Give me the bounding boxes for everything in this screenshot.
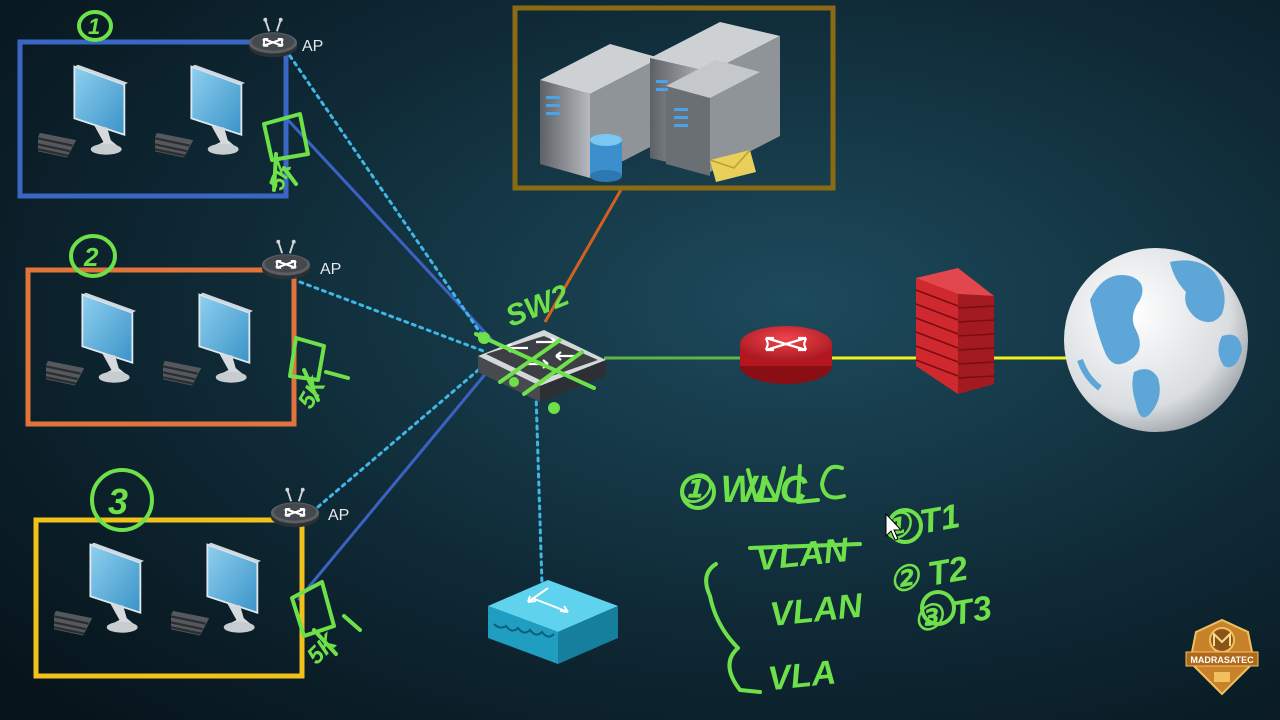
group-number-1: 1 <box>88 14 100 39</box>
wireless-links <box>288 54 544 586</box>
port-mark-2 <box>288 336 350 402</box>
group-number-2: 2 <box>83 242 99 272</box>
wired-links <box>286 118 1070 601</box>
vlan-bracket <box>704 562 762 694</box>
server-box <box>512 5 836 191</box>
wireless-link-wlc <box>534 392 544 586</box>
switch-icon <box>478 330 606 402</box>
vlan-underline <box>748 542 862 550</box>
wlc-handwriting-strokes <box>746 464 846 504</box>
switch-port-dots <box>478 332 560 414</box>
mouse-cursor-icon <box>885 512 903 541</box>
group-2-circle <box>69 234 117 278</box>
wireless-link-ap-2 <box>298 280 488 354</box>
firewall-icon <box>915 268 995 394</box>
vlan-item-3: VLA <box>766 653 838 698</box>
wireless-controller-icon <box>488 580 618 664</box>
group-3-circle <box>90 468 154 532</box>
server-icon <box>540 22 780 182</box>
router-icon <box>740 326 832 384</box>
access-point-label: AP <box>328 507 349 524</box>
wlc-note: ① WLC <box>676 469 808 511</box>
wired-link-group-1 <box>286 118 494 342</box>
group-3-box <box>33 517 305 679</box>
wireless-link-ap-3 <box>310 358 492 514</box>
group-1-circle <box>77 10 113 42</box>
madrasatec-logo: MADRASATEC <box>1185 618 1259 696</box>
switch-marks <box>474 332 596 396</box>
access-point-2: AP <box>260 238 341 281</box>
logo-text: MADRASATEC <box>1190 655 1254 665</box>
access-point-1: AP <box>247 16 323 59</box>
access-point-3: AP <box>269 486 349 529</box>
wireless-link-ap-1 <box>288 54 490 346</box>
access-point-label: AP <box>320 261 341 278</box>
handwritten-annotations <box>69 10 956 694</box>
port-mark-1 <box>262 112 310 192</box>
group-number-3: 3 <box>108 481 128 522</box>
server-link <box>543 187 624 323</box>
access-point-label: AP <box>302 38 323 55</box>
globe-icon <box>1064 248 1248 432</box>
wired-link-group-3 <box>296 365 494 601</box>
port-mark-3 <box>290 580 362 656</box>
